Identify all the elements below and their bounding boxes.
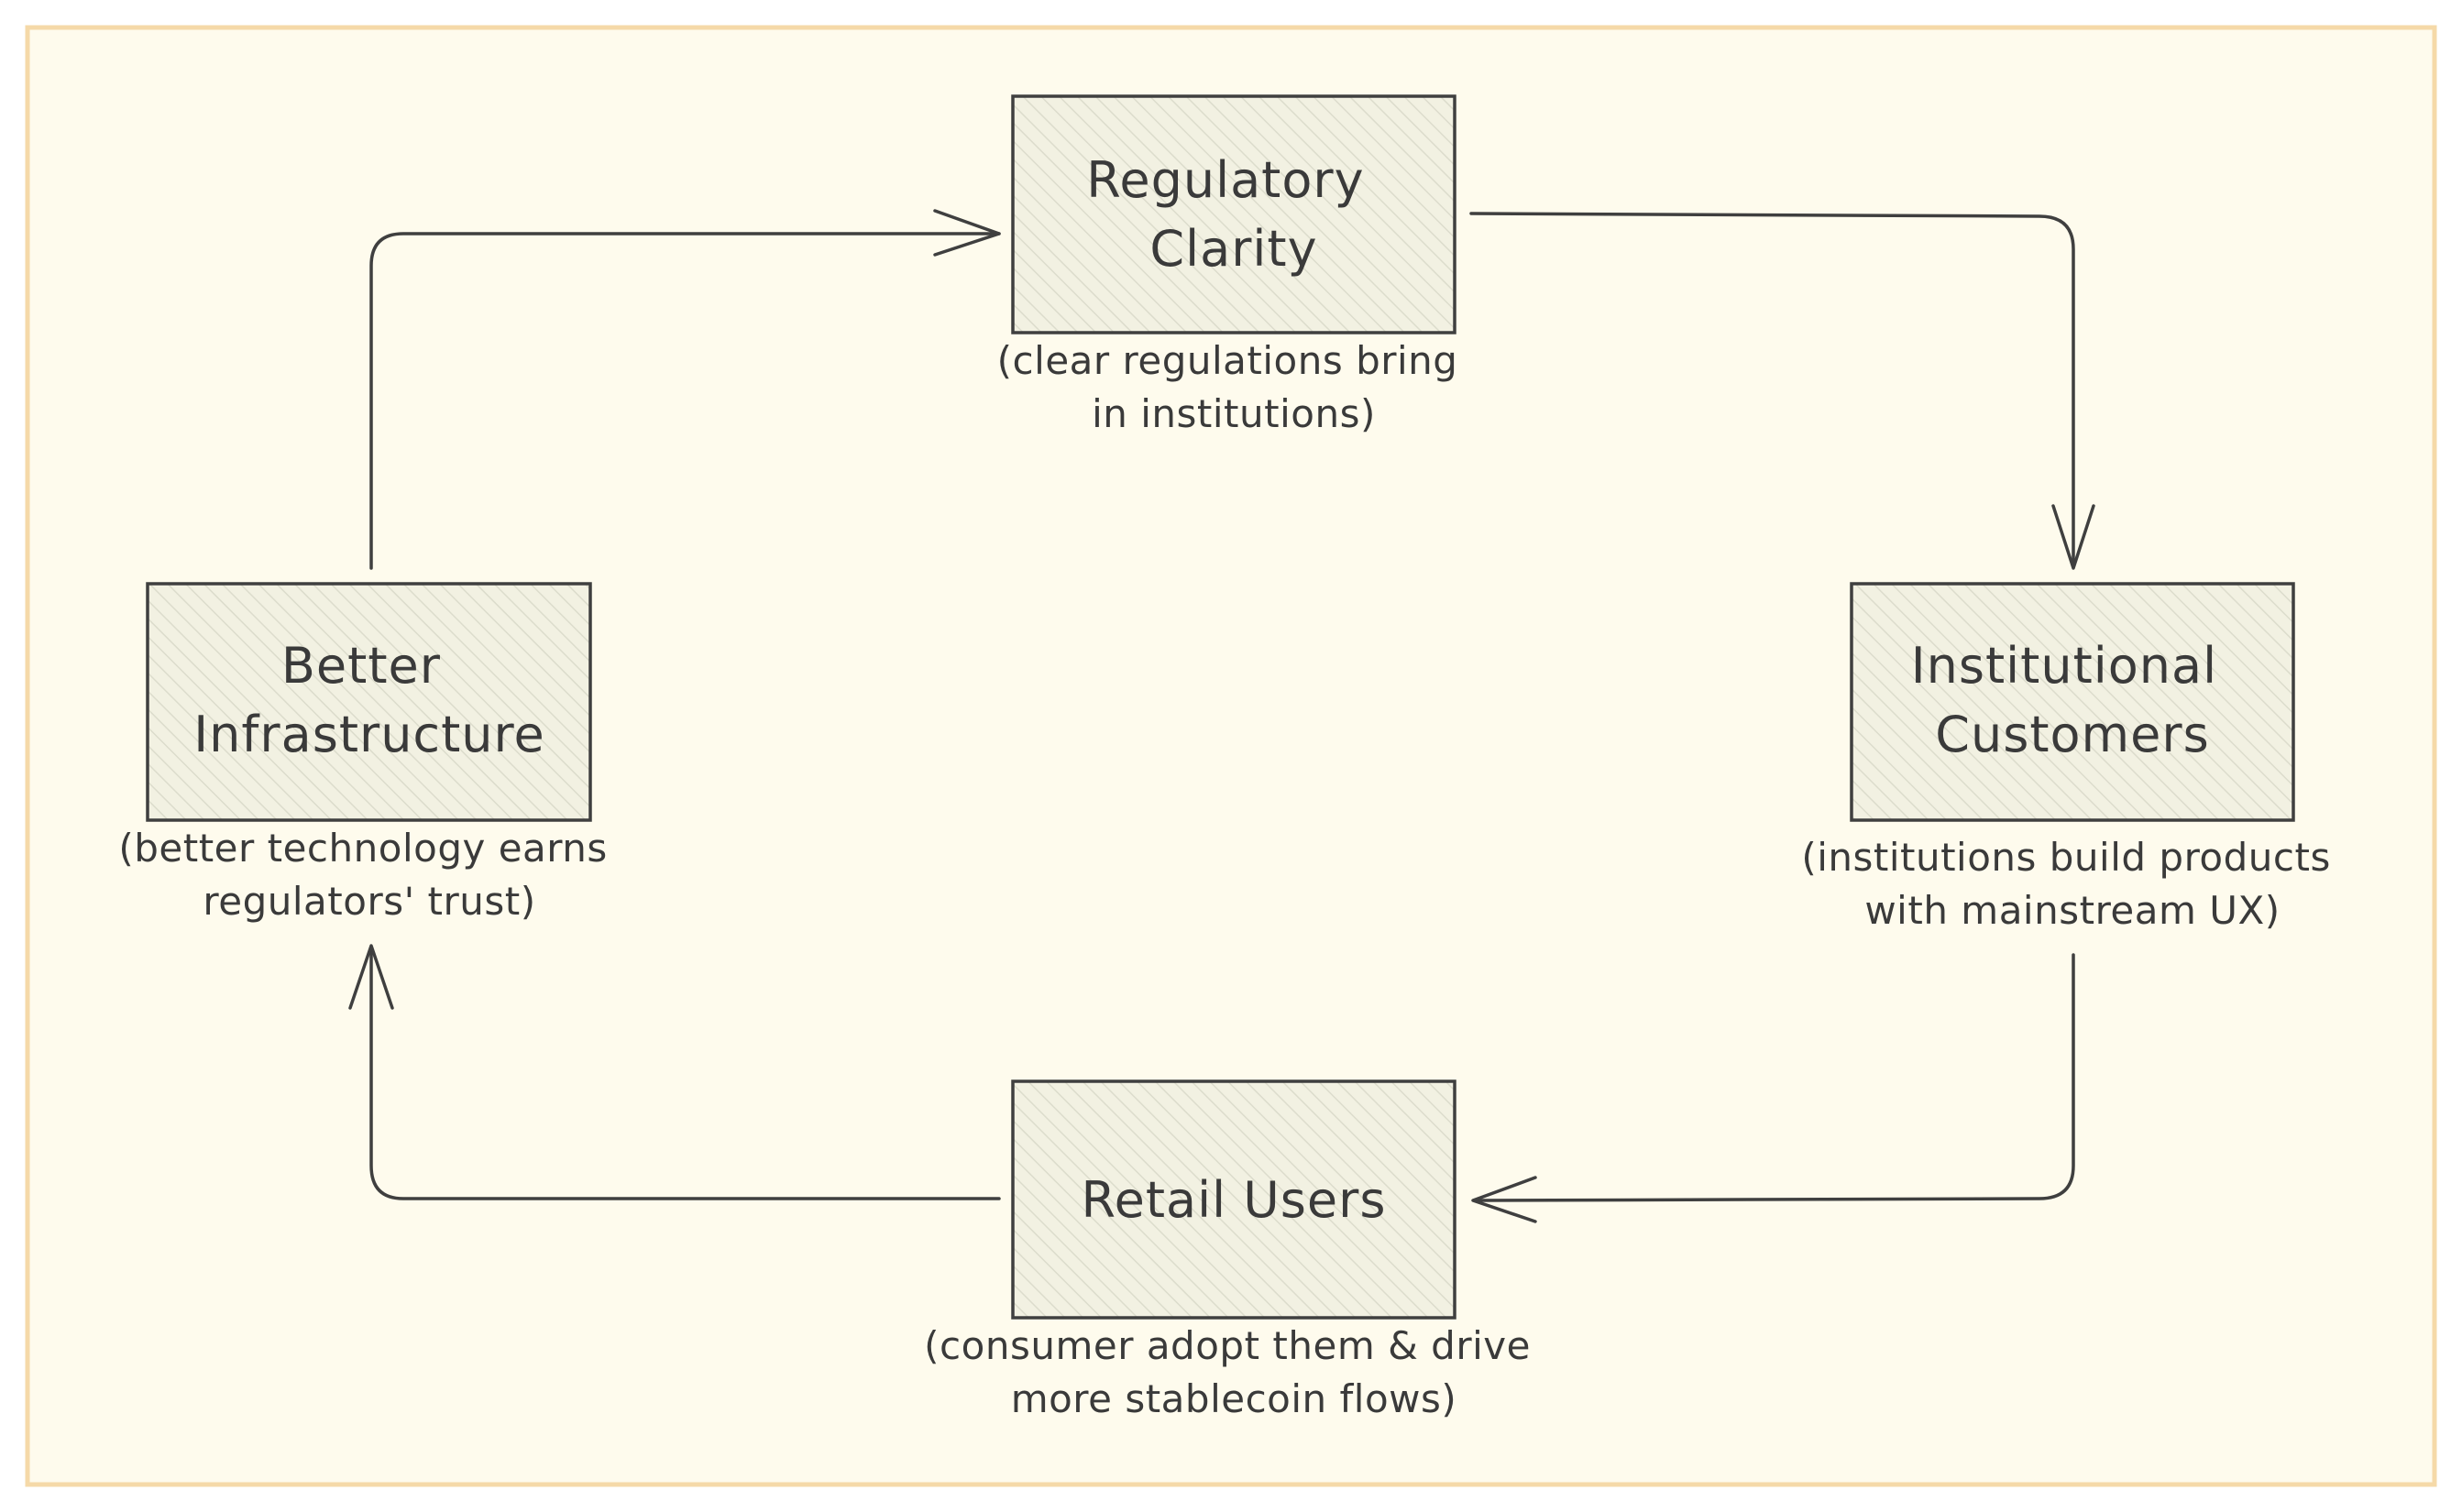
node-label: Institutional Customers	[1911, 637, 2235, 763]
edge-retail-to-infrastructure	[348, 944, 1001, 1200]
node-caption: (institutions build products with mainst…	[1801, 835, 2343, 933]
node-retail-users: Retail Users (consumer adopt them & driv…	[924, 1079, 1544, 1421]
edge-infrastructure-to-regulatory	[369, 209, 1001, 570]
node-label: Better Infrastructure	[193, 637, 545, 763]
node-label: Regulatory Clarity	[1086, 151, 1380, 278]
edge-regulatory-to-institutional	[1469, 212, 2095, 570]
node-better-infrastructure: Better Infrastructure (better technology…	[118, 582, 620, 924]
node-institutional-customers: Institutional Customers (institutions bu…	[1801, 582, 2343, 933]
node-regulatory-clarity: Regulatory Clarity (clear regulations br…	[997, 94, 1471, 436]
node-caption: (better technology earns regulators' tru…	[118, 826, 620, 924]
edge-institutional-to-retail	[1471, 953, 2075, 1223]
node-caption: (clear regulations bring in institutions…	[997, 338, 1471, 436]
node-label: Retail Users	[1082, 1171, 1387, 1229]
node-caption: (consumer adopt them & drive more stable…	[924, 1323, 1544, 1421]
